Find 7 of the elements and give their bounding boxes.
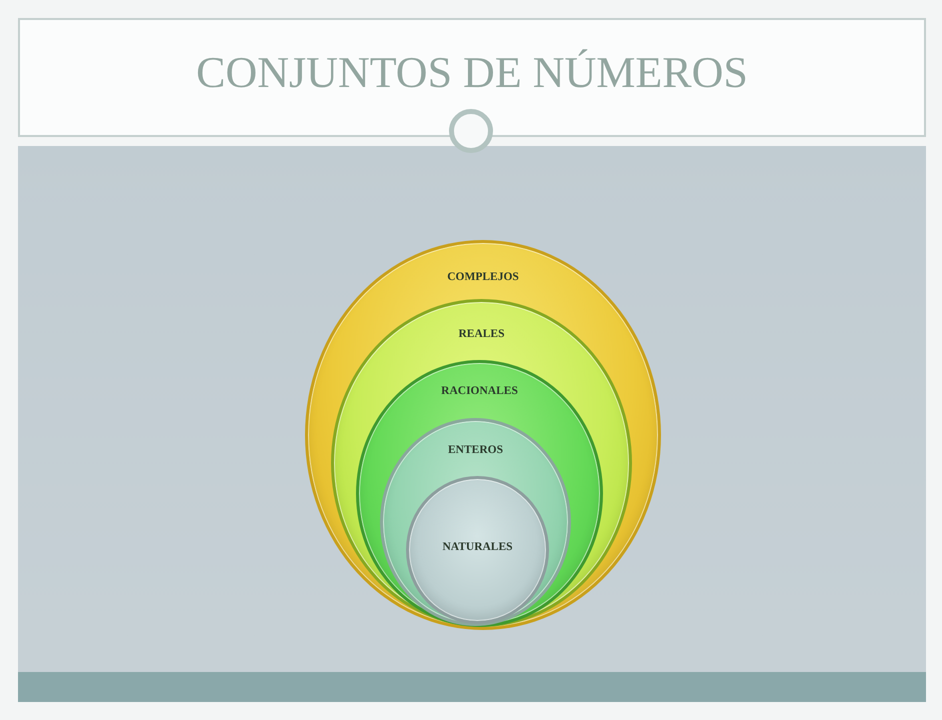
set-label: REALES [458,327,505,341]
set-label: RACIONALES [441,384,518,398]
set-label: ENTEROS [448,443,503,457]
slide-title: CONJUNTOS DE NÚMEROS [196,48,748,97]
set-ellipse [406,476,549,624]
set-label: NATURALES [442,540,513,554]
set-label: COMPLEJOS [447,270,519,284]
